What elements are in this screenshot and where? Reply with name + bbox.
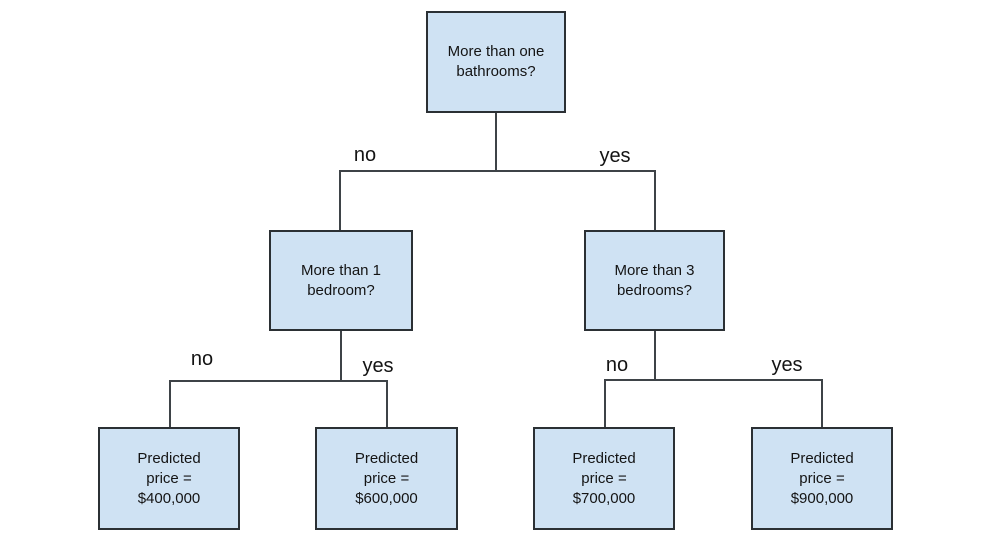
connector-right-no-drop [604, 379, 606, 427]
connector-root-crossbar [339, 170, 656, 172]
connector-left-no-drop [169, 380, 171, 427]
connector-right-stem [654, 331, 656, 379]
connector-root-no-drop [339, 170, 341, 230]
edge-label-right-no: no [605, 354, 629, 376]
node-root-bathrooms: More than one bathrooms? [426, 11, 566, 113]
connector-right-yes-drop [821, 379, 823, 427]
edge-label-left-yes: yes [362, 355, 394, 377]
connector-left-yes-drop [386, 380, 388, 427]
edge-label-right-yes: yes [771, 354, 803, 376]
edge-label-root-yes: yes [599, 145, 631, 167]
edge-label-left-no: no [190, 348, 214, 370]
leaf-predicted-price-600k: Predicted price = $600,000 [315, 427, 458, 530]
edge-label-root-no: no [353, 144, 377, 166]
connector-root-stem [495, 113, 497, 170]
leaf-predicted-price-900k: Predicted price = $900,000 [751, 427, 893, 530]
leaf-predicted-price-400k: Predicted price = $400,000 [98, 427, 240, 530]
node-more-than-1-bedroom: More than 1 bedroom? [269, 230, 413, 331]
connector-left-stem [340, 331, 342, 380]
connector-root-yes-drop [654, 170, 656, 230]
connector-right-crossbar [604, 379, 823, 381]
leaf-predicted-price-700k: Predicted price = $700,000 [533, 427, 675, 530]
node-more-than-3-bedrooms: More than 3 bedrooms? [584, 230, 725, 331]
connector-left-crossbar [169, 380, 388, 382]
